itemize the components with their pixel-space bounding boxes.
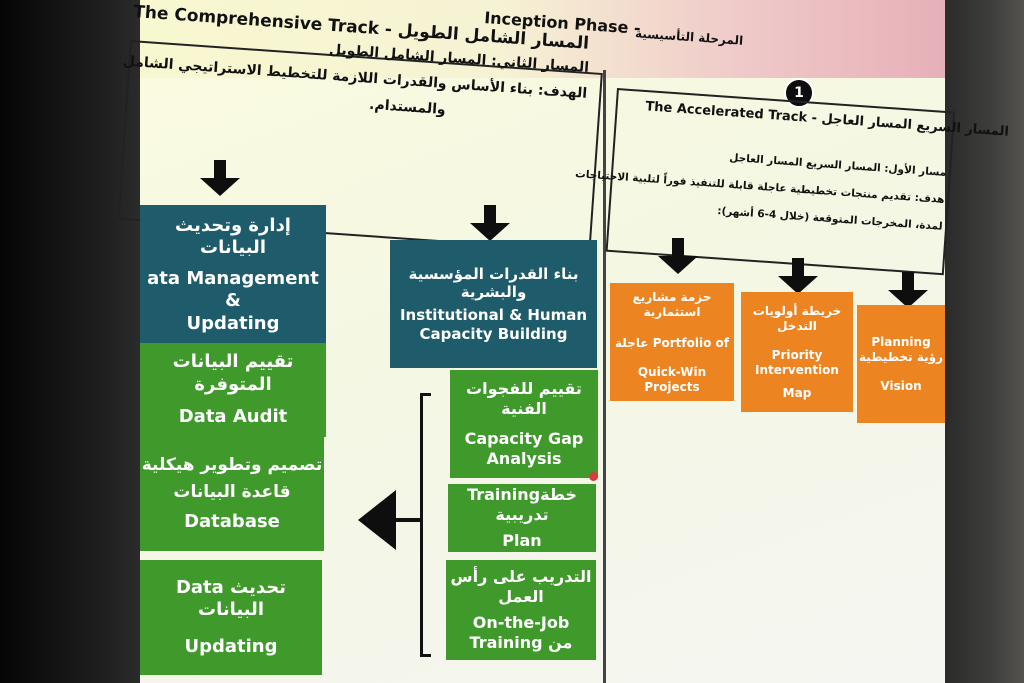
data-audit-box: تقييم البيانات المتوفرة Data Audit	[140, 343, 326, 437]
data-management-ar: إدارة وتحديث البيانات	[175, 214, 291, 259]
arrow-down-icon	[658, 238, 698, 274]
arrow-down-icon	[778, 258, 818, 294]
institutional-capacity-box: بناء القدرات المؤسسية والبشرية Instituti…	[390, 240, 597, 368]
planning-2: Vision	[880, 378, 922, 393]
ojt-en-2: Training من	[469, 633, 573, 652]
ojt-ar: التدريب على رأس العمل	[450, 567, 592, 606]
capacity-gap-box: تقييم للفجوات الفنية Capacity Gap Analys…	[450, 370, 598, 478]
training-plan-2: Plan	[502, 531, 542, 550]
data-management-box: إدارة وتحديث البيانات ata Management & U…	[140, 205, 326, 345]
portfolio-2: عاجلة Portfolio of	[615, 335, 729, 350]
connector-line	[395, 518, 423, 522]
capacity-gap-ar: تقييم للفجوات الفنية	[466, 379, 582, 418]
priority-ar: خريطة أولويات التدخل	[752, 303, 842, 333]
arrow-left-icon	[358, 490, 396, 550]
institutional-ar: بناء القدرات المؤسسية والبشرية	[408, 264, 579, 302]
training-plan-1: Trainingخطة تدريبية	[467, 485, 577, 524]
projected-slide: The Comprehensive Track - المسار الشامل …	[117, 0, 1009, 683]
priority-map-box: خريطة أولويات التدخل Priority Interventi…	[741, 292, 853, 412]
training-plan-box: Trainingخطة تدريبية Plan	[448, 484, 596, 552]
priority-en-1: Priority Intervention	[755, 347, 839, 377]
database-ar-2: قاعدة البيانات	[173, 481, 291, 502]
portfolio-box: حزمة مشاريع استثمارية عاجلة Portfolio of…	[610, 283, 734, 401]
data-updating-2: Updating	[184, 635, 278, 657]
priority-en-2: Map	[782, 385, 812, 400]
planning-1: Planning رؤية تخطيطية	[859, 334, 943, 364]
data-management-en-2: Updating	[186, 312, 280, 334]
portfolio-3: Quick-Win Projects	[637, 364, 707, 394]
laser-pointer-dot	[589, 472, 598, 481]
track-divider	[603, 70, 606, 683]
database-en: Database	[184, 511, 280, 532]
data-audit-en: Data Audit	[178, 406, 288, 428]
institutional-en-1: Institutional & Human	[399, 306, 588, 324]
on-the-job-training-box: التدريب على رأس العمل On-the-Job Trainin…	[446, 560, 596, 660]
planning-vision-box: Planning رؤية تخطيطية Vision	[857, 305, 945, 423]
arrow-down-icon	[200, 160, 240, 196]
capacity-gap-en-2: Analysis	[486, 449, 562, 468]
arrow-down-icon	[470, 205, 510, 241]
data-updating-1: Data تحديث البيانات	[175, 576, 287, 621]
institutional-en-2: Capacity Building	[419, 324, 568, 343]
header-band	[140, 0, 945, 78]
data-management-en-1: ata Management &	[147, 267, 319, 312]
data-audit-ar: تقييم البيانات المتوفرة	[172, 351, 294, 395]
arrow-down-icon	[888, 272, 928, 308]
phase-number-badge: 1	[784, 78, 814, 108]
database-ar-1: تصميم وتطوير هيكلية	[141, 454, 323, 475]
bracket	[420, 393, 431, 657]
projector-bezel-right	[944, 0, 1024, 683]
projector-bezel-left	[0, 0, 140, 683]
ojt-en-1: On-the-Job	[472, 613, 570, 632]
portfolio-ar: حزمة مشاريع استثمارية	[632, 289, 712, 319]
database-box: تصميم وتطوير هيكلية قاعدة البيانات Datab…	[140, 437, 324, 551]
data-updating-box: Data تحديث البيانات Updating	[140, 560, 322, 675]
capacity-gap-en-1: Capacity Gap	[464, 429, 584, 448]
